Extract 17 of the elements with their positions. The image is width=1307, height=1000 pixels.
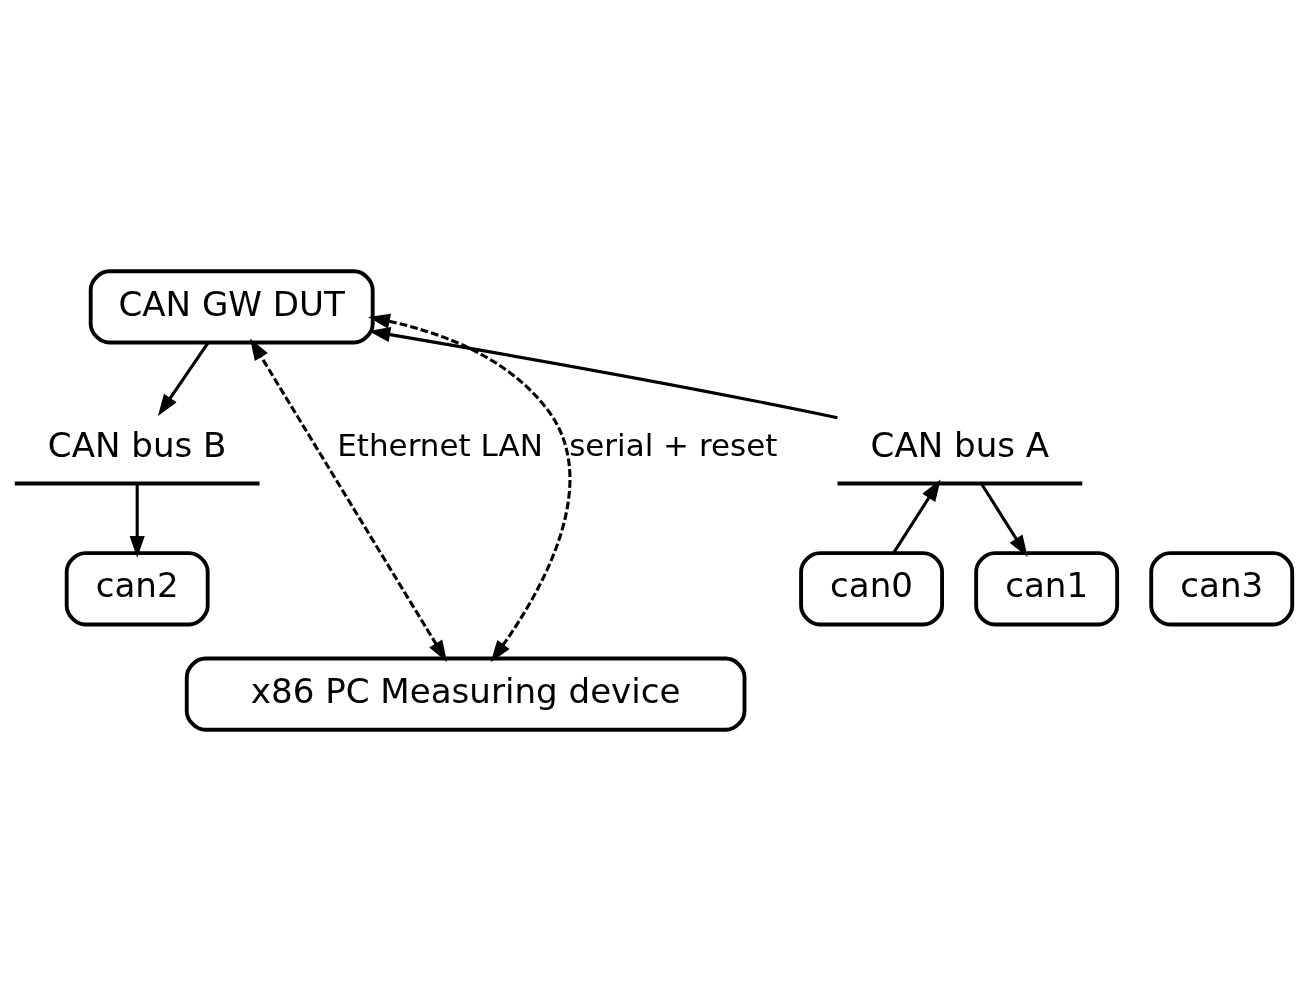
arrow (368, 326, 838, 419)
node-text: CAN bus B (47, 424, 227, 464)
node-box: can3 (1149, 550, 1295, 626)
arrow (157, 341, 210, 416)
node-box: can1 (974, 550, 1120, 626)
edge-label: Ethernet LAN (337, 426, 543, 463)
edge-label: serial + reset (569, 426, 778, 463)
arrow (368, 313, 572, 662)
arrow (250, 337, 448, 662)
node-box: CAN GW DUT (88, 268, 375, 344)
node-box: can2 (64, 550, 210, 626)
arrow (980, 482, 1028, 557)
node-text: CAN bus A (870, 424, 1050, 464)
node-box: can0 (799, 550, 944, 626)
arrow (129, 482, 145, 558)
arrow (892, 479, 941, 554)
node-box: x86 PC Measuring device (184, 656, 747, 732)
